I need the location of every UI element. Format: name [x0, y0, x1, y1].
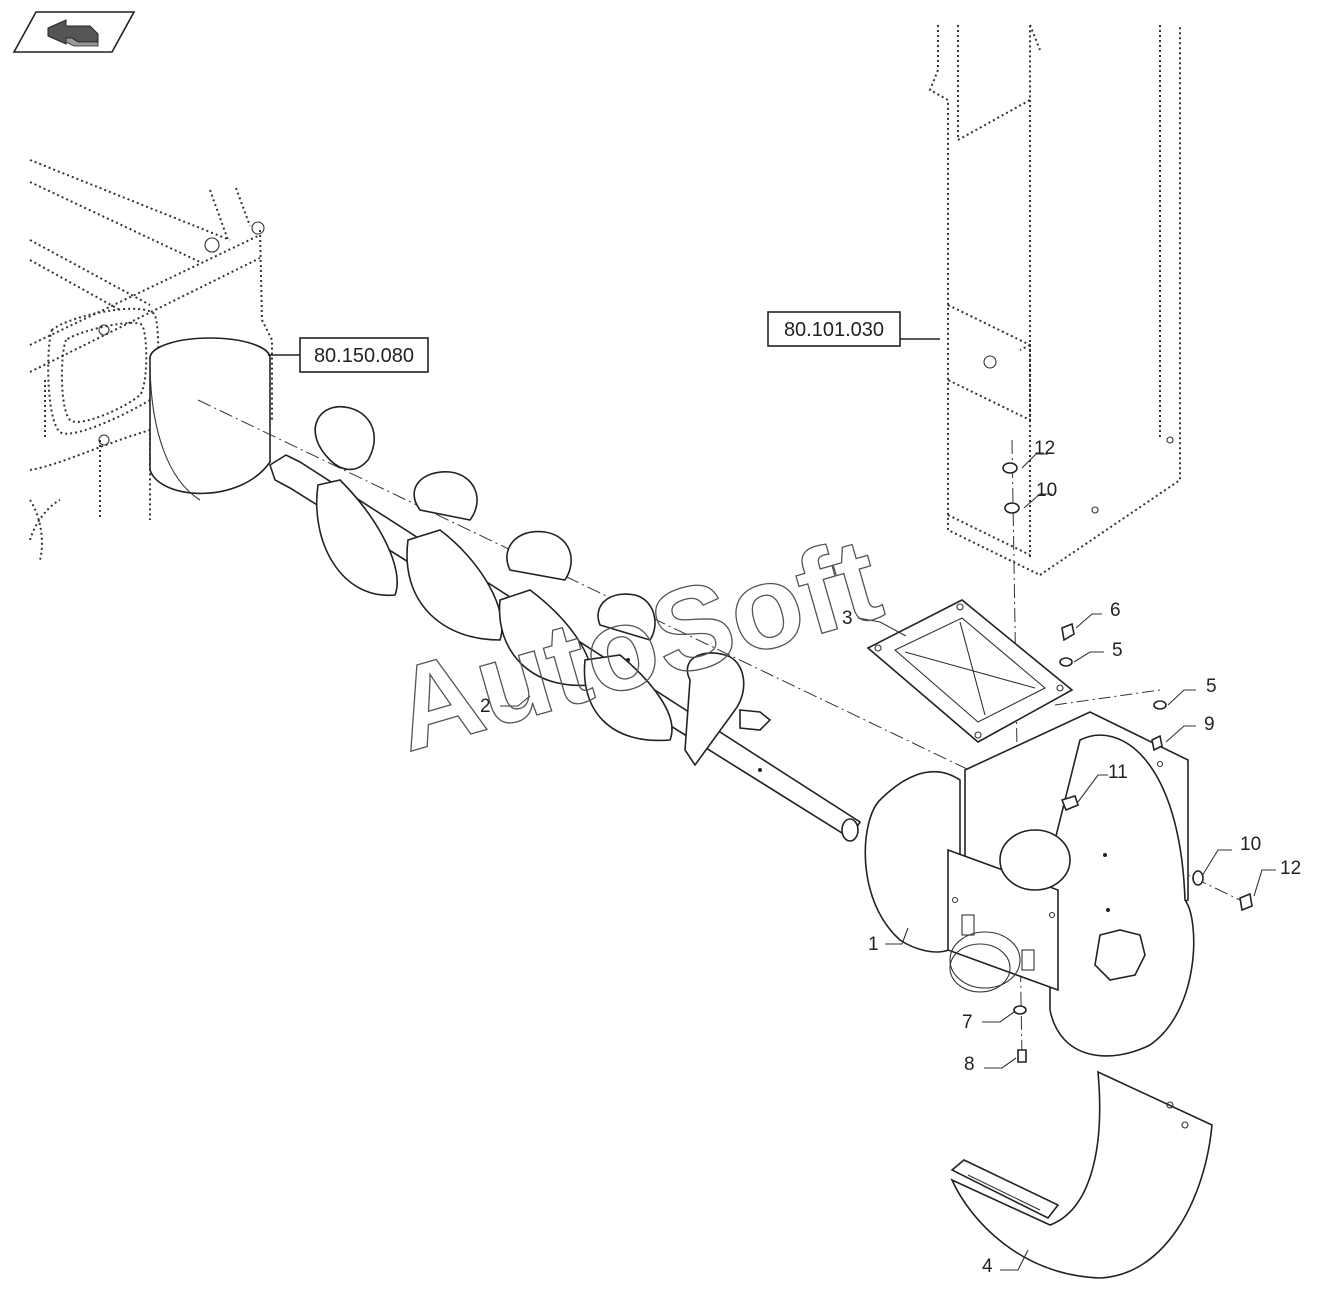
callout-5-right: 5 — [1206, 676, 1217, 697]
previous-page-arrow-icon — [47, 19, 99, 47]
callout-numbers: 12 10 6 5 5 9 11 10 12 3 2 1 7 8 4 — [480, 438, 1301, 1277]
conveyor-frame — [29, 159, 273, 561]
callout-leaders — [500, 453, 1276, 1271]
hardware — [1002, 462, 1253, 1063]
callout-1: 1 — [868, 934, 879, 955]
callout-7: 7 — [962, 1012, 973, 1033]
callout-11: 11 — [1108, 762, 1128, 783]
callout-2: 2 — [480, 696, 491, 717]
callout-3: 3 — [842, 608, 853, 629]
reference-label-80-101-030[interactable]: 80.101.030 — [767, 311, 940, 347]
auger-housing — [864, 711, 1195, 1057]
callout-4: 4 — [982, 1256, 993, 1277]
callout-10-top: 10 — [1036, 480, 1057, 501]
callout-12-top: 12 — [1034, 438, 1055, 459]
reference-label-80-150-080[interactable]: 80.150.080 — [268, 337, 429, 373]
callout-8: 8 — [964, 1054, 975, 1075]
bottom-shield — [950, 1070, 1213, 1279]
elevator-tube — [928, 24, 1181, 576]
reference-text: 80.101.030 — [784, 319, 884, 341]
callout-5-left: 5 — [1112, 640, 1123, 661]
callout-9: 9 — [1204, 714, 1215, 735]
cover-plate — [866, 599, 1074, 743]
callout-6: 6 — [1110, 600, 1121, 621]
callout-12-right: 12 — [1280, 858, 1301, 879]
bolt-axis-line — [1054, 689, 1161, 706]
auger-screw — [269, 405, 862, 842]
callout-10-right: 10 — [1240, 834, 1261, 855]
previous-page-button[interactable] — [12, 11, 136, 53]
reference-text: 80.150.080 — [314, 345, 414, 367]
